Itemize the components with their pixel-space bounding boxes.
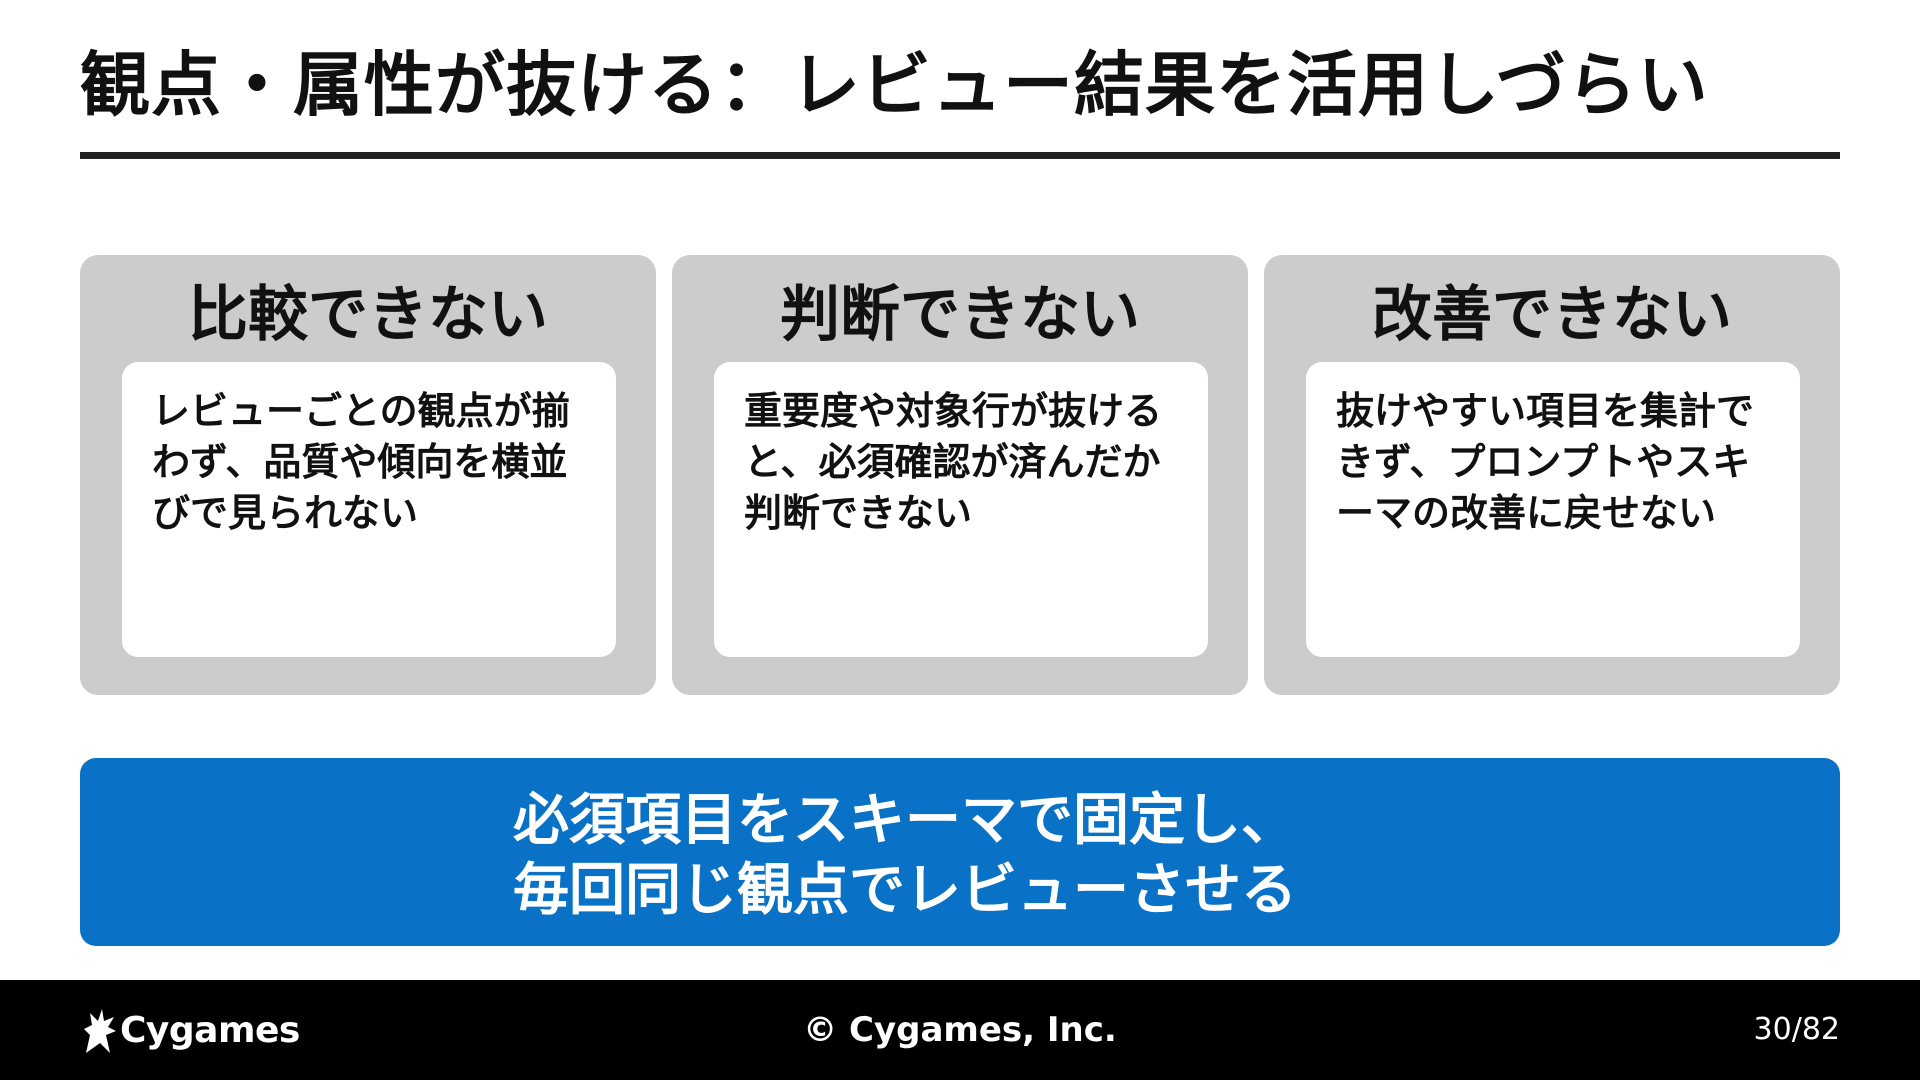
card-cannot-compare: 比較できない レビューごとの観点が揃わず、品質や傾向を横並びで見られない [80,255,656,695]
card-body: レビューごとの観点が揃わず、品質や傾向を横並びで見られない [122,362,616,657]
title-divider [80,152,1840,159]
logo-wordmark: Cygames [120,1009,300,1051]
card-body: 抜けやすい項目を集計できず、プロンプトやスキーマの改善に戻せない [1306,362,1800,657]
card-heading: 比較できない [188,280,548,350]
summary-line-2: 毎回同じ観点でレビューさせる [513,858,1297,923]
cygames-logo-icon [84,1009,116,1053]
slide-title: 観点・属性が抜ける：レビュー結果を活用しづらい [80,44,1709,126]
card-text: 抜けやすい項目を集計できず、プロンプトやスキーマの改善に戻せない [1336,389,1755,535]
page-number: 30/82 [1753,1012,1840,1047]
cygames-logo: Cygames [80,1002,300,1058]
card-text: 重要度や対象行が抜けると、必須確認が済んだか判断できない [744,389,1163,535]
summary-line-1: 必須項目をスキーマで固定し、 [513,788,1297,853]
card-body: 重要度や対象行が抜けると、必須確認が済んだか判断できない [714,362,1208,657]
problem-cards: 比較できない レビューごとの観点が揃わず、品質や傾向を横並びで見られない 判断で… [80,255,1840,695]
footer: Cygames © Cygames, Inc. 30/82 [0,980,1920,1080]
card-cannot-improve: 改善できない 抜けやすい項目を集計できず、プロンプトやスキーマの改善に戻せない [1264,255,1840,695]
copyright-notice: © Cygames, Inc. [803,1010,1117,1050]
card-text: レビューごとの観点が揃わず、品質や傾向を横並びで見られない [152,389,570,535]
card-heading: 改善できない [1372,280,1732,350]
card-cannot-judge: 判断できない 重要度や対象行が抜けると、必須確認が済んだか判断できない [672,255,1248,695]
summary-banner: 必須項目をスキーマで固定し、 毎回同じ観点でレビューさせる [80,758,1840,946]
card-heading: 判断できない [780,280,1140,350]
